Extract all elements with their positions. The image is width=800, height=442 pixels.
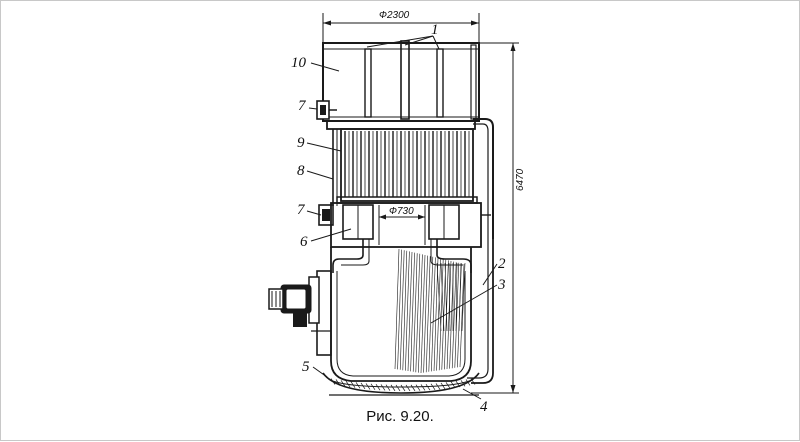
heat-exchanger — [336, 128, 478, 204]
callout-3: 3 — [497, 277, 506, 293]
callout-7-top: 7 — [298, 98, 307, 114]
callout-10: 10 — [291, 55, 307, 71]
callout-4: 4 — [480, 399, 488, 415]
top-dimension: Ф2300 — [322, 10, 480, 43]
callout-5: 5 — [302, 359, 310, 375]
callout-7-bottom: 7 — [297, 202, 306, 218]
valve-bottom — [318, 204, 334, 226]
callout-1: 1 — [431, 22, 439, 38]
upper-chamber — [322, 40, 480, 122]
callout-6: 6 — [300, 234, 308, 250]
callout-labels: 1 2 3 4 5 6 7 7 8 9 10 — [291, 22, 506, 415]
inner-diameter-label: Ф730 — [389, 206, 414, 217]
callout-9: 9 — [297, 135, 305, 151]
figure-caption: Рис. 9.20. — [366, 408, 434, 425]
leader-lines — [306, 35, 498, 400]
bottom-insulation — [322, 372, 480, 394]
callout-8: 8 — [297, 163, 305, 179]
motor-assembly — [268, 270, 332, 356]
lower-tank — [330, 247, 472, 382]
height-dimension: 6470 — [471, 42, 526, 394]
top-diameter-label: Ф2300 — [379, 10, 410, 21]
valve-top — [316, 100, 337, 120]
height-label: 6470 — [515, 168, 526, 191]
middle-section: Ф730 — [330, 202, 491, 248]
upper-flange — [326, 120, 476, 130]
callout-2: 2 — [498, 256, 506, 272]
